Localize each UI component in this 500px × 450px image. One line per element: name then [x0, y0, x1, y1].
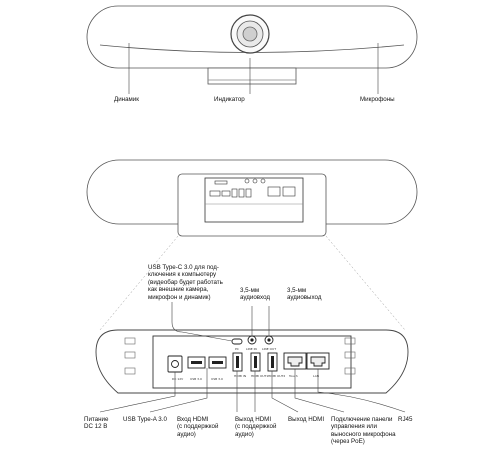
port-label-hdmi-out1: HDMI OUT1: [251, 374, 268, 378]
top-view: [86, 5, 418, 85]
callout-hdmi-out2: Выход HDMI: [288, 416, 325, 423]
rear-port-panel: [204, 177, 304, 223]
port-label-pc: PC: [235, 347, 239, 351]
upper-callout-lines: [171, 302, 270, 342]
usb-c-port-icon: [231, 338, 243, 345]
callout-usb-c: USB Type-C 3.0 для под- ключения к компь…: [148, 264, 223, 301]
port-label-hdmi-out2: HDMI OUT2: [268, 374, 285, 378]
callout-microphones: Микрофоны: [360, 96, 395, 103]
port-label-dc: DC 12V: [172, 377, 184, 381]
callout-hdmi-out1: Выход HDMI (с поддержкой аудио): [235, 416, 277, 438]
bottom-callout-lines: [99, 368, 406, 413]
callout-indicator: Индикатор: [214, 96, 245, 103]
panel-port-labels: DC 12V USB 3.0 USB 3.0 HDMI IN HDMI OUT1…: [172, 347, 319, 381]
port-label-usb2: USB 3.0: [211, 377, 223, 381]
port-label-line-in: LINE IN: [246, 347, 257, 351]
port-label-line-out: LINE OUT: [262, 347, 276, 351]
callout-hdmi-in: Вход HDMI (с поддержкой аудио): [177, 416, 219, 438]
callout-touch: Подключение панели управления или выносн…: [331, 416, 396, 446]
zoomed-panel: [95, 329, 409, 394]
callout-power: Питание DC 12 В: [84, 416, 109, 431]
top-callout-lines: [128, 43, 379, 94]
callout-audio-out: 3,5-мм аудиовыход: [287, 287, 322, 302]
dc-power-port-icon: [167, 355, 183, 373]
top-device-stand: [207, 67, 297, 85]
callout-speaker: Динамик: [114, 96, 139, 103]
zoom-guide-lines: [99, 235, 406, 331]
port-label-touch: Touch: [288, 374, 298, 378]
port-label-hdmi-in: HDMI IN: [234, 374, 246, 378]
callout-audio-in: 3,5-мм аудиовход: [240, 287, 270, 302]
callout-usb-a: USB Type-A 3.0: [123, 416, 167, 423]
callout-rj45: RJ45: [398, 416, 413, 423]
rear-view: [86, 159, 418, 237]
port-label-usb1: USB 3.0: [190, 377, 202, 381]
port-label-lan: LAN: [313, 374, 319, 378]
